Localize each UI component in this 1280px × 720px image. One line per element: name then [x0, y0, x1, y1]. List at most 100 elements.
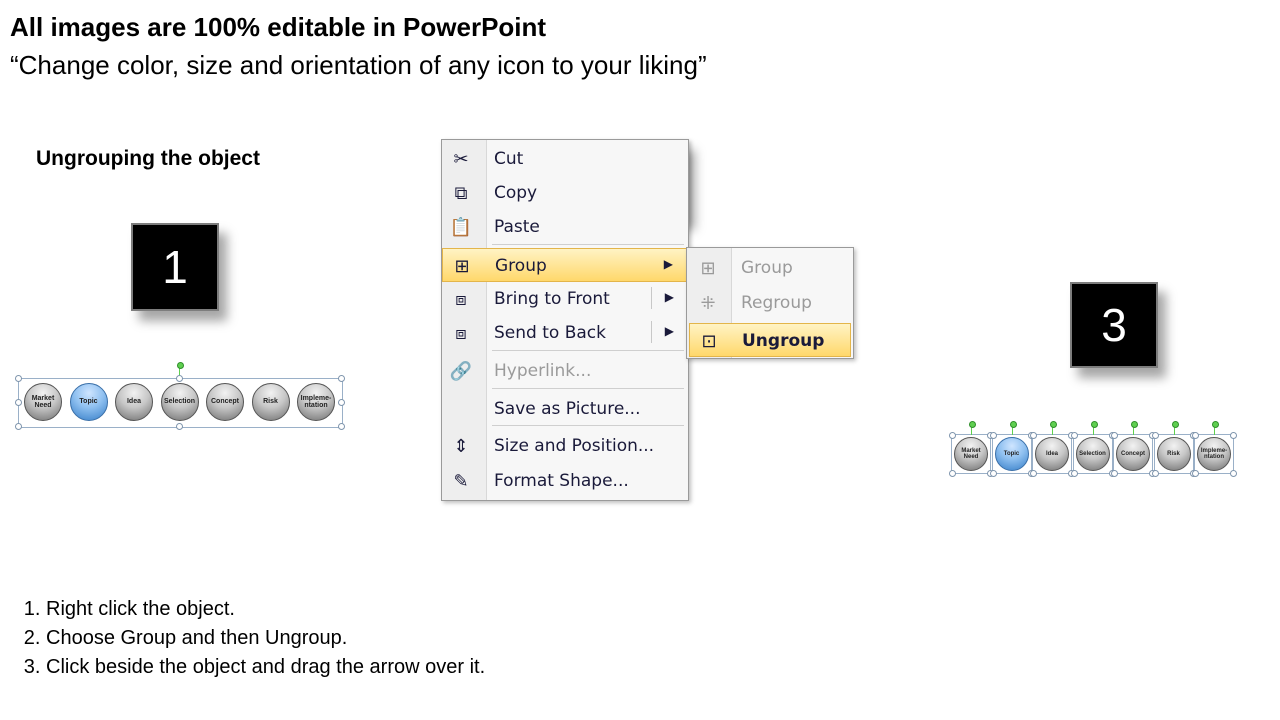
split-divider	[651, 287, 652, 309]
resize-handle[interactable]	[1230, 470, 1237, 477]
resize-handle[interactable]	[15, 423, 22, 430]
resize-handle[interactable]	[338, 399, 345, 406]
menu-item-bring-to-front[interactable]: ⧈Bring to Front▶	[442, 282, 688, 316]
submenu-item-ungroup[interactable]: ⊡Ungroup	[689, 323, 851, 357]
menu-item-copy[interactable]: ⧉ Copy	[442, 176, 688, 210]
submenu-item-regroup[interactable]: ⁜ Regroup	[689, 286, 851, 320]
menu-item-format-shape[interactable]: ✎Format Shape...	[442, 464, 688, 498]
menu-item-save-as-picture[interactable]: Save as Picture...	[442, 392, 688, 426]
instruction-item: Right click the object.	[46, 598, 485, 621]
instruction-item: Choose Group and then Ungroup.	[46, 627, 485, 650]
strip-circle[interactable]: Market Need	[24, 383, 62, 421]
submenu-item-label: Regroup	[741, 293, 812, 313]
send-to-back-icon: ⧈	[455, 322, 467, 344]
resize-handle[interactable]	[989, 432, 997, 439]
rotate-handle[interactable]	[969, 421, 976, 428]
section-heading: Ungrouping the object	[36, 147, 260, 170]
strip-circle[interactable]: Risk	[1156, 437, 1191, 471]
instruction-item: Click beside the object and drag the arr…	[46, 656, 485, 679]
menu-item-label: Size and Position...	[494, 436, 655, 456]
resize-handle[interactable]	[949, 470, 956, 477]
group-icon: ⊞	[454, 255, 470, 277]
instructions-list: Right click the object. Choose Group and…	[10, 598, 485, 685]
submenu-item-group[interactable]: ⊞ Group	[689, 251, 851, 285]
rotate-handle[interactable]	[1009, 421, 1017, 428]
split-divider	[651, 321, 652, 343]
submenu-arrow-icon[interactable]: ▶	[663, 257, 673, 271]
menu-item-cut[interactable]: ✂Cut	[442, 142, 688, 176]
resize-handle[interactable]	[989, 470, 997, 477]
resize-handle[interactable]	[1192, 470, 1199, 477]
rotate-handle[interactable]	[1131, 421, 1138, 428]
regroup-icon: ⁜	[700, 292, 716, 314]
rotate-handle[interactable]	[177, 362, 184, 369]
strip-circle[interactable]: Idea	[1035, 437, 1069, 471]
resize-handle[interactable]	[1111, 432, 1118, 439]
menu-separator	[492, 425, 684, 426]
strip-circle[interactable]: Concept	[1116, 437, 1150, 471]
menu-item-label: Save as Picture...	[494, 399, 641, 419]
step-badge-1: 1	[131, 223, 219, 311]
scissors-icon: ✂	[453, 148, 469, 170]
item-selection-frame	[1153, 434, 1194, 474]
resize-handle[interactable]	[1230, 432, 1237, 439]
strip-circle[interactable]: Idea	[115, 383, 153, 421]
resize-handle[interactable]	[1070, 432, 1078, 439]
hyperlink-icon: 🔗	[449, 360, 473, 382]
resize-handle[interactable]	[15, 375, 22, 382]
strip-circle[interactable]: Impleme-ntation	[1197, 437, 1231, 471]
strip-circle[interactable]: Selection	[1075, 437, 1110, 471]
rotate-handle[interactable]	[1050, 421, 1057, 428]
format-shape-icon: ✎	[453, 470, 469, 492]
resize-handle[interactable]	[1151, 470, 1159, 477]
resize-handle[interactable]	[1030, 432, 1037, 439]
strip-circle[interactable]: Topic	[69, 383, 108, 421]
menu-item-label: Paste	[494, 217, 540, 237]
resize-handle[interactable]	[1111, 470, 1118, 477]
rotate-handle[interactable]	[1090, 421, 1098, 428]
submenu-arrow-icon[interactable]: ▶	[664, 324, 674, 338]
group-submenu: ⊞ Group ⁜ Regroup ⊡Ungroup	[686, 247, 854, 359]
resize-handle[interactable]	[949, 432, 956, 439]
menu-item-group[interactable]: ⊞ Group ▶	[442, 248, 688, 282]
menu-item-label: Hyperlink...	[494, 361, 592, 381]
submenu-arrow-icon[interactable]: ▶	[664, 290, 674, 304]
submenu-item-label: Group	[741, 258, 793, 278]
page-title: All images are 100% editable in PowerPoi…	[10, 12, 547, 42]
step-badge-3: 3	[1070, 282, 1158, 368]
resize-handle[interactable]	[15, 399, 22, 406]
menu-item-label: Send to Back	[494, 323, 606, 343]
menu-item-hyperlink[interactable]: 🔗 Hyperlink...	[442, 354, 688, 388]
resize-handle[interactable]	[1151, 432, 1159, 439]
menu-item-label: Copy	[494, 183, 538, 203]
menu-item-size-and-position[interactable]: ⇕Size and Position...	[442, 429, 688, 463]
paste-icon: 📋	[449, 216, 473, 238]
strip-circle[interactable]: Market Need	[954, 437, 988, 471]
menu-item-send-to-back[interactable]: ⧈ Send to Back ▶	[442, 316, 688, 350]
menu-item-paste[interactable]: 📋 Paste	[442, 210, 688, 244]
strip-circle[interactable]: Topic	[994, 437, 1029, 471]
strip-circle[interactable]: Impleme-ntation	[297, 383, 335, 421]
strip-circle[interactable]: Risk	[251, 383, 290, 421]
rotate-handle[interactable]	[1212, 421, 1219, 428]
menu-item-label: Group	[495, 256, 547, 276]
item-selection-frame	[1032, 434, 1072, 474]
resize-handle[interactable]	[1030, 470, 1037, 477]
resize-handle[interactable]	[1192, 432, 1199, 439]
copy-icon: ⧉	[454, 182, 468, 204]
menu-separator	[492, 350, 684, 351]
strip-circle[interactable]: Concept	[206, 383, 244, 421]
resize-handle[interactable]	[176, 423, 183, 430]
resize-handle[interactable]	[176, 375, 183, 382]
resize-handle[interactable]	[338, 423, 345, 430]
group-icon: ⊞	[700, 257, 716, 279]
rotate-handle[interactable]	[1171, 421, 1179, 428]
item-selection-frame	[1072, 434, 1113, 474]
resize-handle[interactable]	[338, 375, 345, 382]
resize-handle[interactable]	[1070, 470, 1078, 477]
strip-circle[interactable]: Selection	[160, 383, 199, 421]
menu-separator	[492, 388, 684, 389]
menu-item-label: Bring to Front	[494, 289, 610, 309]
